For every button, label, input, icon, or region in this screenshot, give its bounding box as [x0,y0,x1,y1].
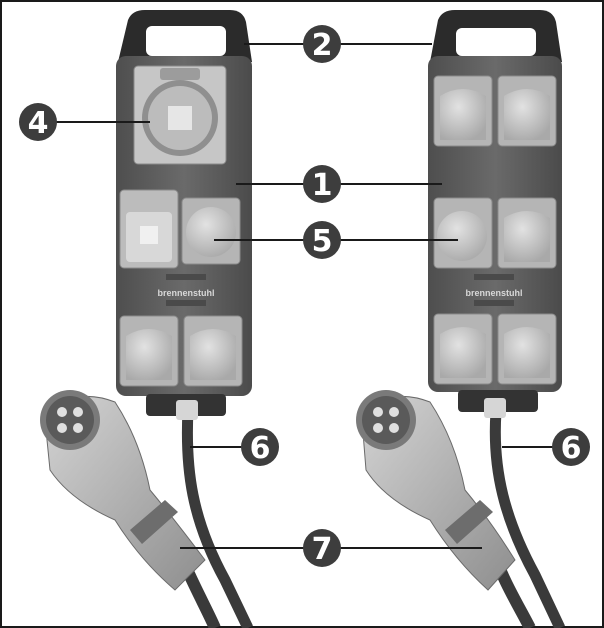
right-handle-grip [456,28,536,56]
right-schuko-socket-bottom-1 [433,313,493,385]
callout-6-left: 6 [241,428,279,466]
svg-text:6: 6 [250,431,271,466]
callout-7: 7 [303,529,341,567]
right-unit: brennenstuhl [356,10,565,628]
right-brand-bar [474,274,514,280]
svg-text:2: 2 [312,28,333,63]
svg-text:5: 5 [312,224,333,259]
right-cable-gland [484,398,506,418]
left-brand-label: brennenstuhl [157,288,214,298]
right-brand-bar-2 [474,300,514,306]
right-schuko-socket-top-1 [433,75,493,147]
callout-4: 4 [19,103,57,141]
svg-text:1: 1 [312,168,333,203]
right-schuko-socket-middle-1 [433,197,493,269]
left-brand-bar [166,274,206,280]
right-cable [489,411,565,628]
callout-6-right: 6 [552,428,590,466]
left-unit: brennenstuhl [40,10,253,628]
right-schuko-socket-middle-2 [497,197,557,269]
left-schuko-socket-bottom-1 [119,315,179,387]
callout-2: 2 [303,25,341,63]
left-handle-grip [146,26,226,56]
left-cee-socket-large [133,65,227,165]
left-cable [181,409,253,628]
left-cable-gland [176,400,198,420]
svg-text:4: 4 [28,106,49,141]
leader-lines [54,43,556,549]
right-schuko-socket-top-2 [497,75,557,147]
svg-text:7: 7 [312,532,333,567]
left-cee-socket-small [119,189,179,269]
callout-1: 1 [303,165,341,203]
left-schuko-socket-bottom-2 [183,315,243,387]
right-schuko-socket-bottom-2 [497,313,557,385]
left-brand-bar-2 [166,300,206,306]
left-schuko-socket-middle [181,197,241,265]
left-cee-plug [40,390,206,591]
callout-5: 5 [303,221,341,259]
right-cee-plug [356,390,516,591]
svg-text:6: 6 [561,431,582,466]
right-brand-label: brennenstuhl [465,288,522,298]
